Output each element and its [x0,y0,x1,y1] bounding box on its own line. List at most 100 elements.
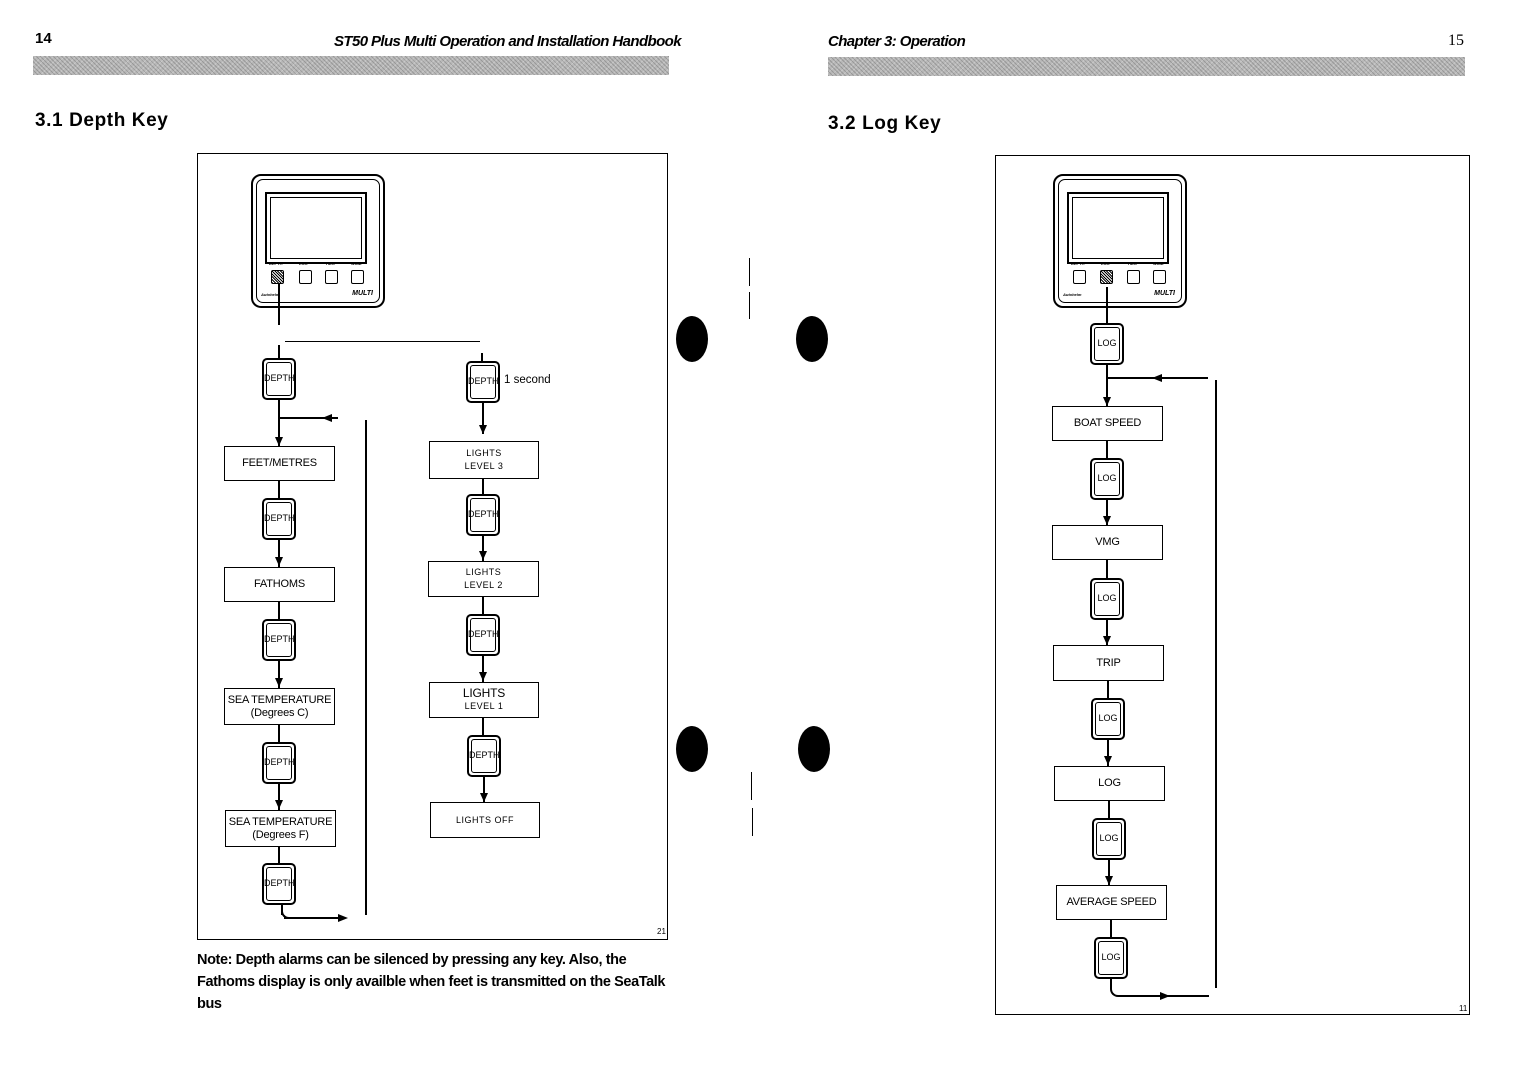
mode-box-average-speed: AVERAGE SPEED [1056,885,1167,920]
mode-box-boat-speed: BOAT SPEED [1052,406,1163,441]
instrument-key-label: WIND [1153,261,1164,266]
right-section-title: 3.2 Log Key [828,113,942,134]
depth-note: Note: Depth alarms can be silenced by pr… [197,952,666,1012]
instrument-display [265,192,367,264]
depth-flowchart-frame [197,153,668,940]
connector [482,479,484,495]
log-key: LOG [1091,698,1125,740]
connector [1106,500,1108,525]
depth-key: DEPTH [262,358,296,400]
mode-box-vmg: VMG [1052,525,1163,560]
corner [281,907,293,919]
log-key: LOG [1094,937,1128,979]
instrument-key-label: LOG [299,261,308,266]
arrow-left [322,414,332,422]
st50-instrument-log: DEPTH LOG HDG WIND Autohelm MULTI [1053,174,1187,308]
gutter-mark [751,772,752,800]
log-key: LOG [1092,818,1126,860]
instrument-key-label: HDG [326,261,335,266]
gutter-mark [752,808,753,836]
left-page-number: 14 [35,30,52,47]
connector [1108,801,1110,819]
instrument-model: MULTI [352,290,373,297]
gutter-mark [749,258,750,286]
binding-hole [798,726,830,772]
arrow-down [1104,756,1112,765]
instrument-key-label: DEPTH [269,261,283,266]
mode-box-feet-metres: FEET/METRES [224,446,335,481]
left-header-bar [33,56,669,75]
binding-hole [676,316,708,362]
connector [482,597,484,615]
mode-box-sea-temp-f: SEA TEMPERATURE(Degrees F) [225,810,336,847]
connector [278,784,280,810]
connector [278,345,280,360]
connector [1106,287,1108,325]
loop-return-line [280,417,338,419]
connector [278,400,280,446]
connector [483,777,485,803]
depth-key [1073,270,1086,284]
connector [481,353,483,365]
arrow-left [1152,374,1162,382]
connector [1106,441,1108,459]
hdg-key [325,270,338,284]
connector [278,283,280,325]
depth-key: DEPTH [467,735,501,777]
connector [285,341,480,342]
instrument-brand: Autohelm [1063,292,1082,297]
arrow-down [480,793,488,802]
connector [278,661,280,688]
arrow-down [275,557,283,566]
connector [278,725,280,743]
right-page-number: 15 [1448,32,1464,49]
arrow-down [1103,397,1111,406]
right-header-bar [828,57,1465,76]
st50-instrument-depth: DEPTH LOG HDG WIND Autohelm MULTI [251,174,385,308]
arrow-down [479,672,487,681]
mode-box-trip: TRIP [1053,645,1164,681]
instrument-display [1067,192,1169,264]
log-key [299,270,312,284]
binding-hole [676,726,708,772]
depth-key: DEPTH [466,614,500,656]
connector [278,540,280,567]
corner [1110,979,1122,997]
log-key: LOG [1090,323,1124,365]
hdg-key [1127,270,1140,284]
loop-out-line [284,917,340,919]
right-running-title: Chapter 3: Operation [828,33,966,50]
connector [278,481,280,499]
log-key-highlighted [1100,270,1113,284]
lights-off-box: LIGHTS OFF [430,802,540,838]
depth-key: DEPTH [262,742,296,784]
mode-box-log: LOG [1054,766,1165,801]
connector [1107,740,1109,766]
right-figure-number: 11 [1459,1004,1468,1013]
arrow-down [1103,516,1111,525]
depth-key-hold: DEPTH [466,361,500,403]
depth-key: DEPTH [262,863,296,905]
depth-key: DEPTH [262,498,296,540]
instrument-key-label: WIND [351,261,362,266]
arrow-down [1103,636,1111,645]
instrument-model: MULTI [1154,290,1175,297]
connector [482,656,484,682]
connector [1106,365,1108,406]
arrow-down [479,551,487,560]
connector [1106,560,1108,579]
arrow-right [338,914,348,922]
connector [1108,860,1110,885]
hold-duration-label: 1 second [504,374,551,386]
binding-hole [796,316,828,362]
connector [278,602,280,620]
arrow-down [1105,876,1113,885]
arrow-down [275,800,283,809]
log-key: LOG [1090,578,1124,620]
loop-line [365,420,367,915]
connector [1106,620,1108,645]
connector [482,536,484,561]
